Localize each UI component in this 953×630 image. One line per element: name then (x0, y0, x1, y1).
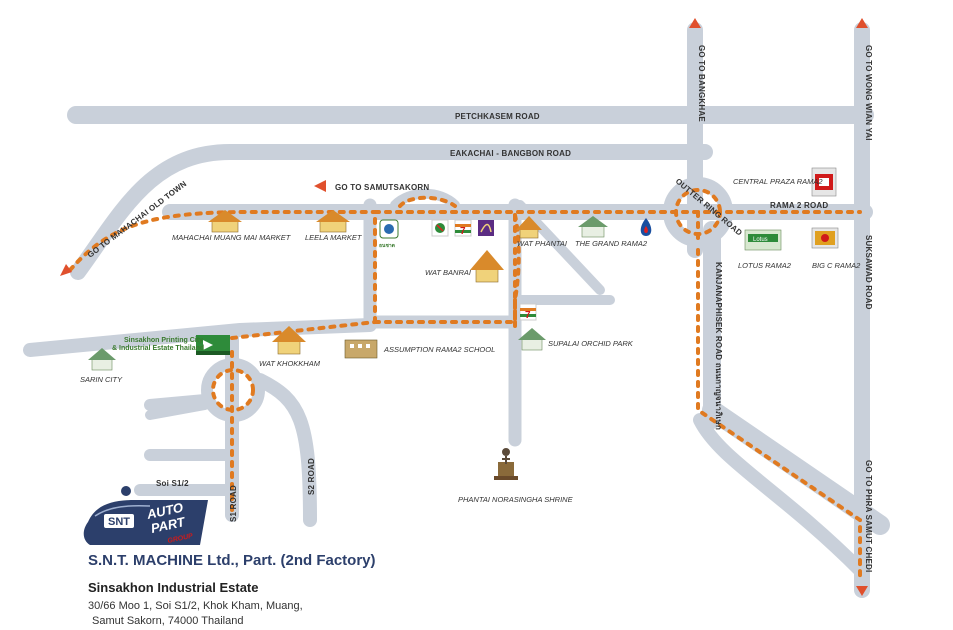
printing-city-line2: & Industrial Estate Thailand (112, 345, 204, 352)
wat-banrai-icon (470, 250, 504, 283)
assumption-icon (344, 339, 378, 359)
diagonal-road (515, 200, 605, 295)
logo-dot (121, 486, 131, 496)
wat-khokkham-icon (272, 326, 306, 355)
big-c-icon (811, 227, 839, 249)
suksawad-label: SUKSAWAD ROAD (864, 235, 873, 310)
mahachai-market-icon (208, 210, 242, 233)
bank-icon (379, 219, 399, 239)
arrow-wong-wian-yai (856, 18, 868, 28)
s1-label: S1 ROAD (229, 485, 238, 522)
s2-label: S2 ROAD (307, 458, 316, 495)
seven-eleven-icon: 7 (454, 219, 472, 237)
wong-wian-yai-label: GO TO WONG WIAN YAI (864, 45, 873, 141)
address-line-2: Samut Sakorn, 74000 Thailand (92, 615, 244, 627)
shrine-label: PHANTAI NORASINGHA SHRINE (458, 495, 574, 504)
eakachai-label: EAKACHAI - BANGBON ROAD (450, 149, 571, 158)
s2-road (253, 373, 317, 527)
lotus-icon: Lotus (744, 229, 782, 251)
kanjanaphisek-west (693, 413, 867, 577)
kanjanaphisek-label: KANJANAPHISEK ROAD ถนนกาญจนาภิเษก (713, 262, 723, 430)
sarin-city-label: SARIN CITY (80, 375, 123, 384)
roundabout-spur-nw (145, 400, 210, 420)
grand-rama2-icon (578, 216, 608, 238)
samutsakorn-label: GO TO SAMUTSAKORN (335, 183, 429, 192)
arrow-bangkhae (689, 18, 701, 28)
central-praza-label: CENTRAL PRAZA RAMA2 (733, 177, 823, 186)
leela-market-label: LEELA MARKET (305, 233, 363, 242)
west-road (23, 318, 377, 357)
printing-city-line1: Sinsakhon Printing City (124, 337, 203, 344)
sarin-city-icon (88, 348, 116, 371)
bangkhae-label: GO TO BANGKHAE (697, 45, 706, 122)
wat-khokkham-label: WAT KHOKKHAM (259, 359, 321, 368)
lotus-label: LOTUS RAMA2 (738, 261, 792, 270)
estate-name: Sinsakhon Industrial Estate (88, 580, 259, 595)
wat-phantai-icon (516, 216, 542, 239)
kanjanaphisek-diagonal (702, 400, 890, 535)
wat-phantai-label: WAT PHANTAI (517, 239, 567, 248)
kasikorn-icon (431, 219, 449, 237)
route-path (68, 188, 862, 582)
bank-label: ธนชาต (379, 243, 395, 249)
wat-banrai-label: WAT BANRAI (425, 268, 471, 277)
snt-logo: SNT AUTO PART GROUP (83, 486, 208, 545)
svg-text:Lotus: Lotus (753, 237, 768, 243)
scb-icon (478, 220, 494, 236)
big-c-label: BIG C RAMA2 (812, 261, 861, 270)
address-line-1: 30/66 Moo 1, Soi S1/2, Khok Kham, Muang, (88, 600, 303, 612)
leela-market-icon (316, 210, 350, 233)
arrow-mahachai (60, 264, 72, 276)
loop-north (390, 188, 460, 210)
svg-text:7: 7 (525, 310, 531, 321)
company-name: S.N.T. MACHINE Ltd., Part. (2nd Factory) (88, 552, 376, 569)
arrow-samutsakorn (314, 180, 326, 192)
ptt-gas-icon (640, 218, 652, 236)
phra-samut-chedi-label: GO TO PHRA SAMUT CHEDI (864, 460, 873, 572)
roundabout-spur-west (144, 394, 211, 411)
seven-eleven-south-icon: 7 (519, 303, 537, 321)
company-info: S.N.T. MACHINE Ltd., Part. (2nd Factory)… (88, 552, 508, 628)
printing-city-icon (196, 335, 230, 355)
logo-part: PART (150, 514, 188, 536)
assumption-label: ASSUMPTION RAMA2 SCHOOL (383, 345, 495, 354)
supalai-icon (518, 328, 546, 351)
central-praza-icon (811, 167, 837, 197)
soi-s1-2-label: Soi S1/2 (156, 479, 189, 488)
rama2-label: RAMA 2 ROAD (770, 201, 828, 210)
shrine-icon (494, 448, 518, 480)
arrow-phra-samut-chedi (856, 586, 868, 596)
direction-arrows (60, 18, 868, 596)
svg-text:7: 7 (460, 226, 466, 237)
mahachai-market-label: MAHACHAI MUANG MAI MARKET (172, 233, 292, 242)
logo-mark: SNT (108, 516, 130, 528)
petchkasem-label: PETCHKASEM ROAD (455, 112, 540, 121)
grand-rama2-label: THE GRAND RAMA2 (575, 239, 648, 248)
supalai-label: SUPALAI ORCHID PARK (548, 339, 634, 348)
